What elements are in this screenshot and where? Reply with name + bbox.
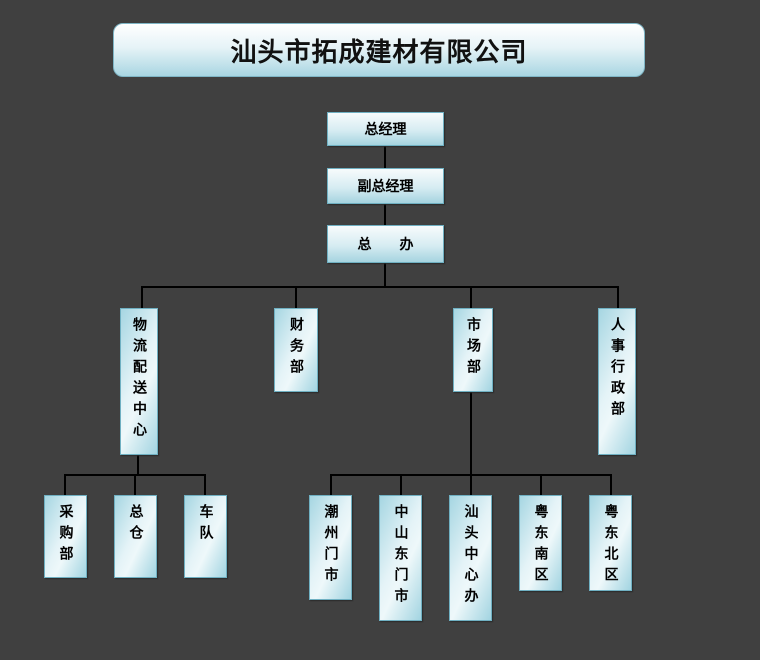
node-main-warehouse: 总仓 [114, 495, 157, 578]
node-purchasing-dept: 采购部 [44, 495, 87, 578]
node-finance-dept: 财务部 [274, 308, 318, 392]
node-hr-admin-dept: 人事行政部 [598, 308, 636, 455]
node-general-office: 总 办 [327, 225, 444, 263]
node-fleet: 车队 [184, 495, 227, 578]
node-general-manager: 总经理 [327, 112, 444, 146]
company-title: 汕头市拓成建材有限公司 [113, 23, 645, 77]
node-shantou-center-office: 汕头中心办 [449, 495, 492, 621]
node-chaozhou-store: 潮州门市 [309, 495, 352, 600]
node-zhongshan-east-store: 中山东门市 [379, 495, 422, 621]
node-marketing-dept: 市场部 [453, 308, 493, 392]
node-logistics-center: 物流配送中心 [120, 308, 158, 455]
node-deputy-general-manager: 副总经理 [327, 168, 444, 204]
node-east-guangdong-south: 粤东南区 [519, 495, 562, 591]
node-east-guangdong-north: 粤东北区 [589, 495, 632, 591]
